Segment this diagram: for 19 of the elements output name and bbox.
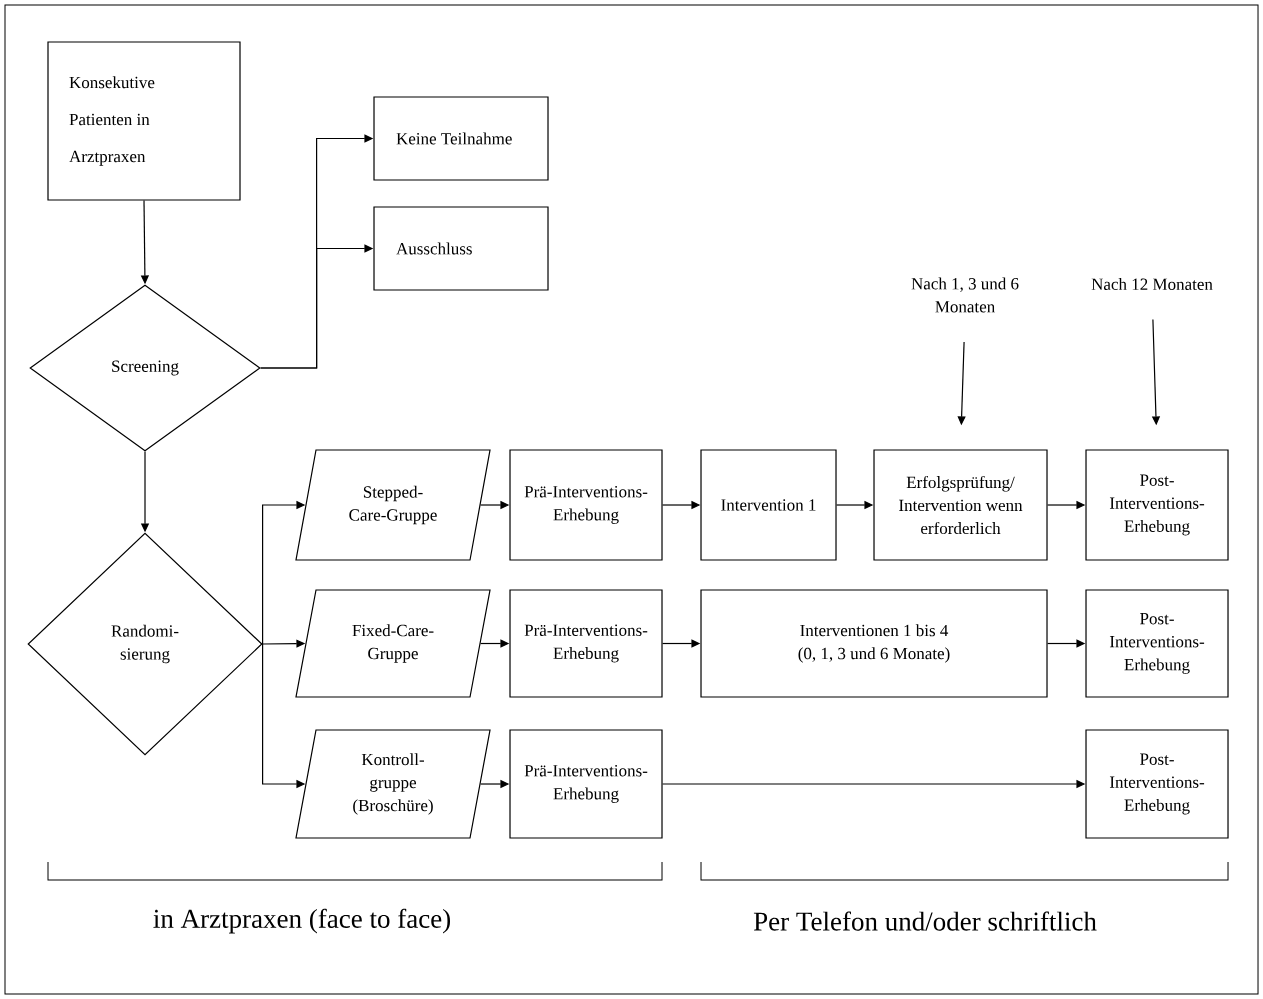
process-box: Post- Interventions- Erhebung xyxy=(1085,449,1229,561)
process-box: Prä-Interventions- Erhebung xyxy=(509,589,663,698)
section-label: Per Telefon und/oder schriftlich xyxy=(753,911,1097,931)
group-parallelogram: Kontroll- gruppe (Broschüre) xyxy=(295,729,491,839)
group-parallelogram: Stepped- Care-Gruppe xyxy=(295,449,491,561)
time-note: Nach 12 Monaten xyxy=(1091,278,1213,290)
process-box: Erfolgsprüfung/ Intervention wenn erforderlich xyxy=(873,449,1048,561)
process-box: Konsekutive Patienten in Arztpraxen xyxy=(47,41,241,201)
time-note: Nach 1, 3 und 6 Monaten xyxy=(911,277,1019,313)
group-parallelogram: Fixed-Care- Gruppe xyxy=(295,589,491,698)
process-box: Keine Teilnahme xyxy=(373,96,549,181)
process-box: Post- Interventions- Erhebung xyxy=(1085,729,1229,839)
process-box: Intervention 1 xyxy=(700,449,837,561)
section-label: in Arztpraxen (face to face) xyxy=(153,908,450,934)
process-box: Prä-Interventions- Erhebung xyxy=(509,449,663,561)
process-box: Interventionen 1 bis 4 (0, 1, 3 und 6 Monate) xyxy=(700,589,1048,698)
process-box: Post- Interventions- Erhebung xyxy=(1085,589,1229,698)
process-box: Prä-Interventions- Erhebung xyxy=(509,729,663,839)
process-box: Ausschluss xyxy=(373,206,549,291)
